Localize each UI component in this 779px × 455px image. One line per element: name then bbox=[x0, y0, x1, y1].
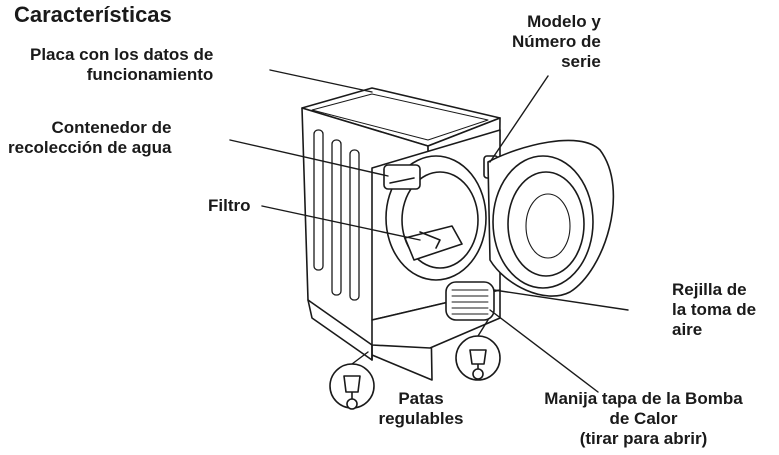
label-rejilla-aire: Rejilla de la toma de aire bbox=[672, 280, 756, 340]
side-rib-1 bbox=[313, 129, 324, 271]
label-line: Patas bbox=[398, 389, 444, 408]
dryer-top-inner bbox=[311, 93, 489, 141]
leader-pata-izq bbox=[351, 351, 369, 365]
label-line: Rejilla de bbox=[672, 280, 747, 299]
label-filtro: Filtro bbox=[208, 196, 251, 216]
label-contenedor-agua: Contenedor de recolección de agua bbox=[8, 118, 171, 158]
label-line: Modelo y bbox=[527, 12, 601, 31]
label-line: funcionamiento bbox=[86, 65, 214, 84]
foot-left-pad bbox=[346, 398, 358, 410]
leader-contenedor bbox=[229, 139, 389, 177]
water-container-drawer bbox=[383, 164, 421, 190]
label-line: (tirar para abrir) bbox=[579, 429, 708, 448]
label-line: Contenedor de bbox=[51, 118, 172, 137]
label-line: Manija tapa de la Bomba bbox=[544, 389, 743, 408]
label-patas-regulables: Patas regulables bbox=[366, 389, 476, 429]
page-title: Características bbox=[14, 2, 172, 27]
side-rib-2 bbox=[331, 139, 342, 296]
drawer-grip bbox=[389, 177, 415, 184]
leader-filtro bbox=[261, 205, 421, 241]
label-line: recolección de agua bbox=[8, 138, 172, 157]
door-glass-center bbox=[525, 193, 571, 259]
label-line: aire bbox=[672, 320, 703, 339]
leader-manija bbox=[489, 309, 599, 393]
label-line: Filtro bbox=[208, 196, 251, 215]
label-line: la toma de bbox=[672, 300, 757, 319]
label-manija-bomba: Manija tapa de la Bomba de Calor (tirar … bbox=[512, 389, 775, 449]
air-intake-grille bbox=[445, 281, 495, 321]
label-placa-datos: Placa con los datos de funcionamiento bbox=[30, 45, 213, 85]
leader-pata-der bbox=[477, 319, 489, 337]
lint-filter bbox=[404, 225, 463, 261]
leader-placa bbox=[269, 69, 373, 93]
air-intake-slats bbox=[451, 289, 489, 315]
filter-handle bbox=[419, 231, 441, 249]
foot-right-pad bbox=[472, 368, 484, 380]
label-line: Placa con los datos de bbox=[30, 45, 214, 64]
label-modelo-serie: Modelo y Número de serie bbox=[512, 12, 601, 72]
label-line: serie bbox=[561, 52, 601, 71]
leader-rejilla bbox=[493, 289, 629, 311]
label-line: Número de bbox=[512, 32, 601, 51]
leader-modelo bbox=[489, 75, 549, 163]
label-line: regulables bbox=[378, 409, 464, 428]
label-line: de Calor bbox=[609, 409, 678, 428]
